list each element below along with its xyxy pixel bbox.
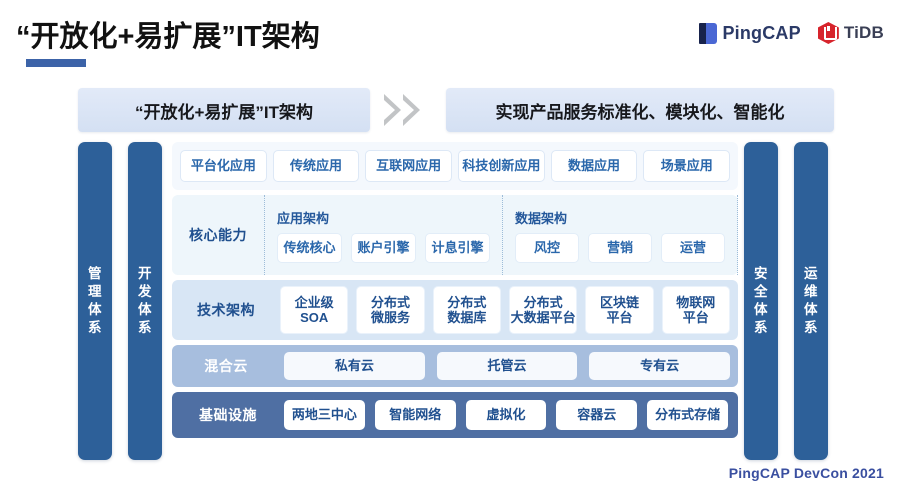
infra-chip: 容器云 [556, 400, 638, 430]
tidb-wordmark: TiDB [843, 23, 884, 42]
core-chip: 计息引擎 [425, 232, 490, 263]
core-chip: 营销 [588, 232, 652, 263]
core-group-title: 应用架构 [277, 210, 330, 226]
page-title: “开放化+易扩展”IT架构 [16, 21, 320, 53]
app-chip: 互联网应用 [365, 150, 453, 182]
layer-label-tech: 技术架构 [197, 302, 255, 318]
banner-right-box: 实现产品服务标准化、模块化、智能化 [446, 88, 834, 132]
pingcap-logo-icon [699, 22, 718, 44]
pillar-security-system: 安全体系 [744, 142, 778, 460]
pillar-label: 安全体系 [754, 266, 769, 335]
app-chip: 场景应用 [643, 150, 731, 182]
cloud-chip: 专有云 [589, 352, 731, 380]
pingcap-wordmark: PingCAP [722, 22, 801, 43]
brand-logo-bar: PingCAP TiDB [699, 22, 884, 44]
brand-pingcap: PingCAP [699, 22, 801, 44]
app-chip: 平台化应用 [180, 150, 267, 182]
infra-chip: 分布式存储 [647, 400, 728, 430]
layer-applications: 平台化应用 传统应用 互联网应用 科技创新应用 数据应用 场景应用 [172, 142, 738, 190]
pillar-label: 开发体系 [138, 266, 153, 335]
architecture-stack: 平台化应用 传统应用 互联网应用 科技创新应用 数据应用 场景应用 核心能力 应… [172, 142, 738, 460]
layer-infrastructure: 基础设施 两地三中心 智能网络 虚拟化 容器云 分布式存储 [172, 392, 738, 438]
double-chevron-right-icon [384, 94, 438, 126]
tech-chip: 区块链平台 [585, 286, 654, 334]
pillar-operations-system: 运维体系 [794, 142, 828, 460]
tech-chip: 分布式数据库 [432, 286, 501, 334]
core-chip: 运营 [661, 232, 725, 263]
core-group-data-architecture: 数据架构 风控 营销 运营 [502, 195, 738, 275]
brand-tidb: TiDB [817, 22, 884, 44]
tech-chip: 分布式大数据平台 [508, 286, 578, 334]
core-chip: 传统核心 [277, 232, 342, 263]
infra-chip: 两地三中心 [284, 400, 365, 430]
core-group-application-architecture: 应用架构 传统核心 账户引擎 计息引擎 [264, 195, 502, 275]
pillar-development-system: 开发体系 [128, 142, 162, 460]
app-chip: 数据应用 [550, 150, 638, 182]
cloud-chip: 托管云 [436, 352, 578, 380]
title-underline-accent [26, 59, 86, 67]
infra-chip: 智能网络 [374, 400, 456, 430]
tech-chip: 物联网平台 [661, 286, 730, 334]
cloud-chip: 私有云 [284, 352, 425, 380]
pillar-label: 运维体系 [804, 266, 819, 335]
banner-row: “开放化+易扩展”IT架构 实现产品服务标准化、模块化、智能化 [78, 88, 834, 132]
app-chip: 科技创新应用 [458, 150, 545, 182]
tidb-logo-icon [817, 22, 839, 44]
tech-chip: 分布式微服务 [356, 286, 425, 334]
core-group-title: 数据架构 [515, 210, 568, 226]
pillar-label: 管理体系 [88, 266, 103, 335]
layer-hybrid-cloud: 混合云 私有云 托管云 专有云 [172, 345, 738, 387]
infra-chip: 虚拟化 [465, 400, 547, 430]
pillar-management-system: 管理体系 [78, 142, 112, 460]
app-chip: 传统应用 [272, 150, 360, 182]
banner-left-box: “开放化+易扩展”IT架构 [78, 88, 370, 132]
core-chip: 风控 [515, 232, 579, 263]
layer-label-core: 核心能力 [189, 227, 247, 243]
layer-core-capability: 核心能力 应用架构 传统核心 账户引擎 计息引擎 数据架构 风控 营销 运营 [172, 195, 738, 275]
core-chip: 账户引擎 [351, 232, 416, 263]
layer-label-infra: 基础设施 [199, 407, 257, 423]
footer-event-note: PingCAP DevCon 2021 [728, 465, 884, 481]
layer-label-cloud: 混合云 [204, 358, 248, 374]
